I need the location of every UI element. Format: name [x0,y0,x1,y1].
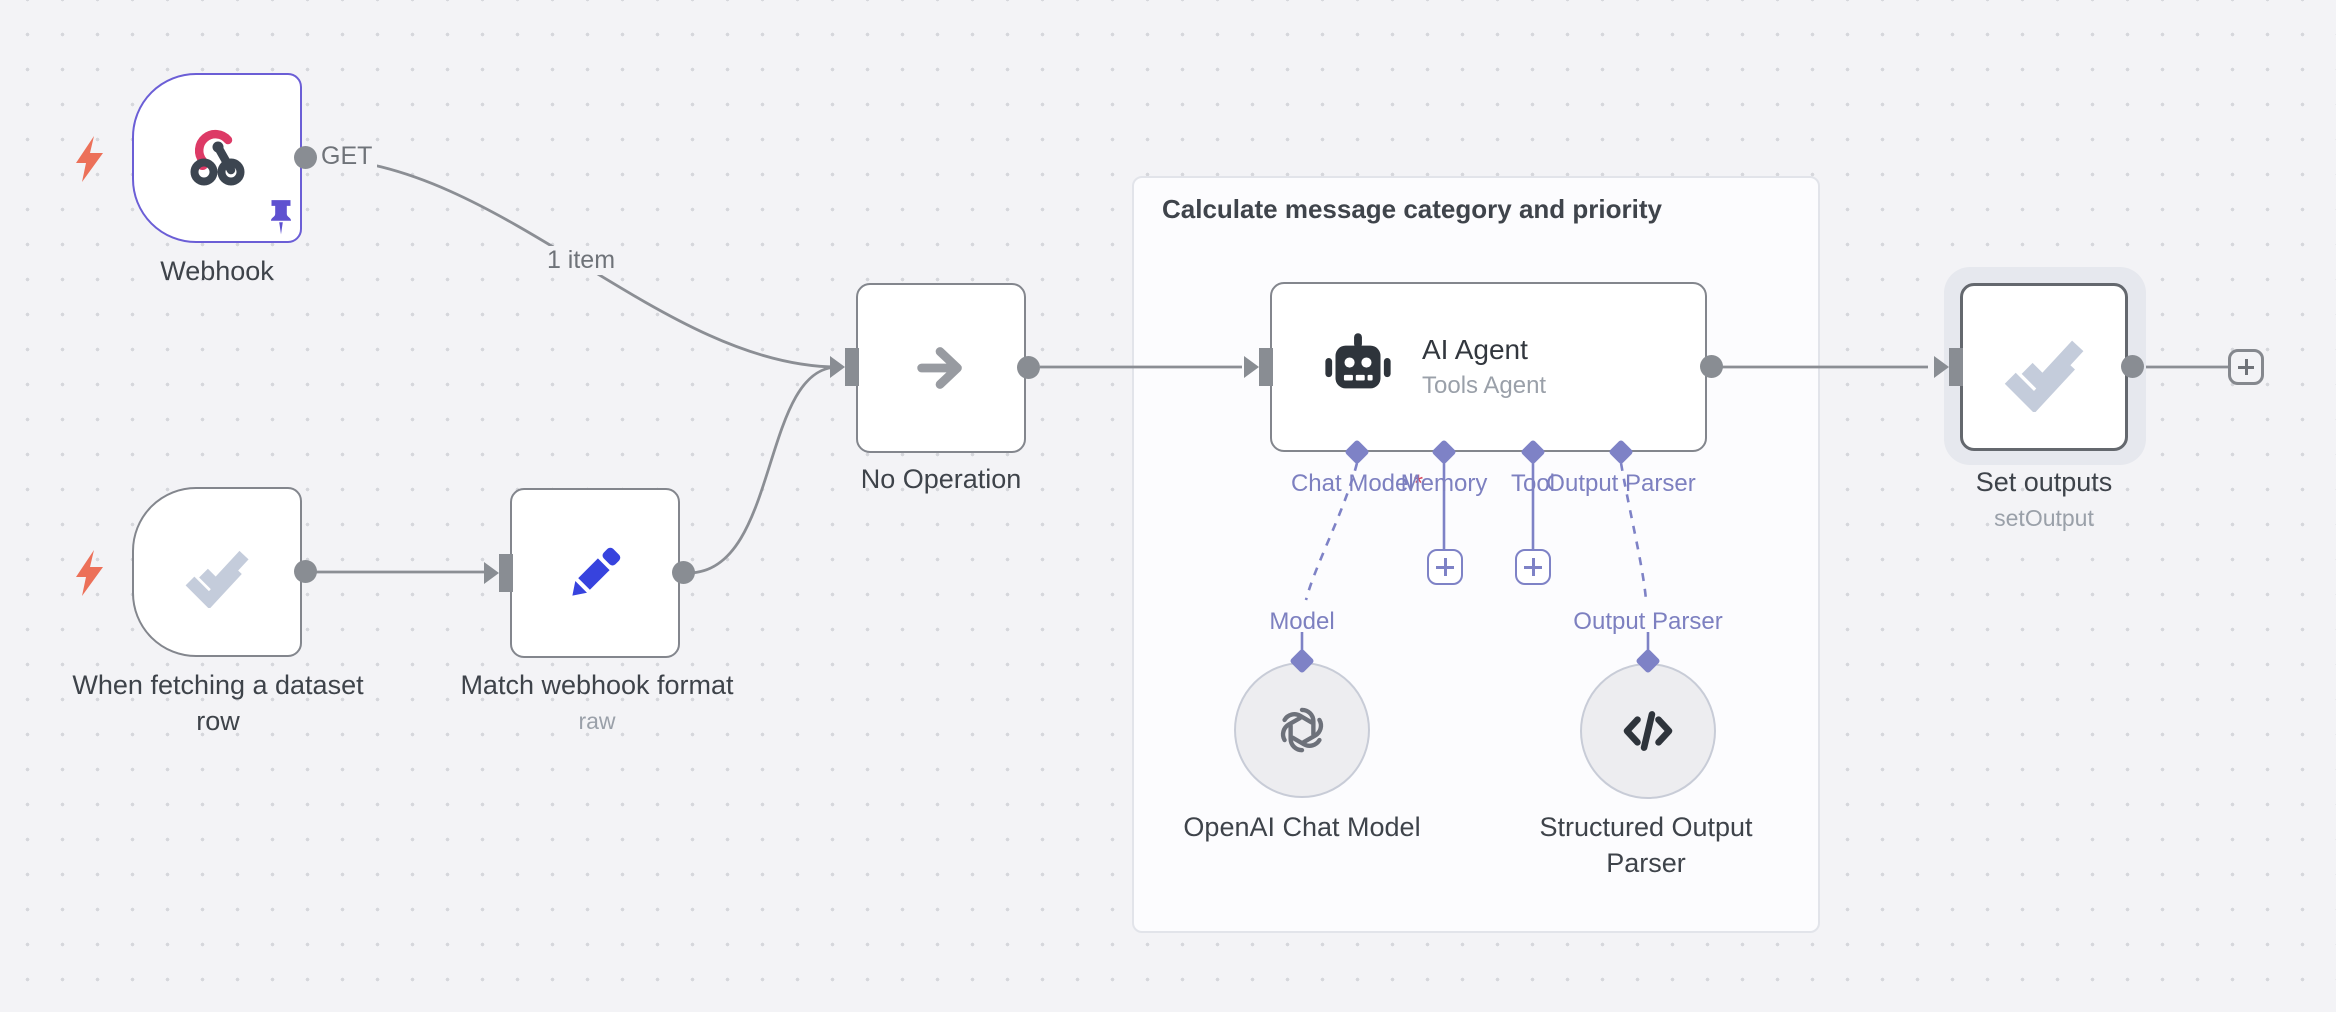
node-match-webhook-format[interactable] [510,488,680,658]
openai-logo-icon [1280,707,1324,753]
memory-port-label: Memory [1400,470,1488,497]
webhook-node-label: Webhook [160,256,274,286]
robot-icon [1325,333,1391,389]
ai-agent-output-connector[interactable] [1700,355,1723,378]
node-structured-output-parser[interactable] [1580,663,1716,799]
webhook-output-method-label: GET [316,142,378,171]
ai-agent-input-connector[interactable] [1244,348,1273,386]
ai-agent-subtitle: Tools Agent [1422,372,1547,399]
parser-port-label: Output Parser [1573,608,1723,635]
lightning-bolt-icon [76,136,103,182]
node-webhook[interactable] [132,73,302,243]
parser-node-label: Structured Output Parser [1539,812,1753,878]
arrow-right-icon [917,347,962,389]
tool-port-label: Tool [1510,470,1556,497]
set-outputs-node-sublabel: setOutput [1994,505,2094,531]
match-input-connector[interactable] [484,554,513,592]
dataset-trigger-output-connector[interactable] [294,560,317,583]
dataset-trigger-node-label: When fetching a dataset row [72,670,364,736]
node-dataset-trigger[interactable] [132,487,302,657]
ai-agent-title: AI Agent [1422,334,1528,365]
group-title: Calculate message category and priority [1162,194,1662,224]
noop-output-connector[interactable] [1017,356,1040,379]
match-node-sublabel: raw [578,708,616,734]
items-count-label: 1 item [541,246,621,275]
pencil-icon [572,547,621,596]
pushpin-icon [270,200,292,235]
node-ai-agent[interactable]: AI Agent Tools Agent [1270,282,1707,452]
node-openai-chat-model[interactable] [1234,662,1370,798]
node-set-outputs[interactable] [1960,283,2128,451]
openai-node-label: OpenAI Chat Model [1183,812,1421,842]
match-node-label: Match webhook format [460,670,734,700]
output-parser-port-label: Output Parser [1546,470,1696,497]
wire-outputparser-to-parser[interactable] [1619,462,1648,601]
noop-node-label: No Operation [860,464,1022,494]
code-brackets-icon [1623,711,1673,751]
add-tool-button[interactable] [1515,549,1551,585]
webhook-output-connector[interactable] [294,146,317,169]
double-check-icon [2004,340,2084,412]
match-output-connector[interactable] [672,561,695,584]
set-outputs-input-connector[interactable] [1934,348,1963,386]
wire-chatmodel-to-openai[interactable] [1304,462,1359,601]
node-no-operation[interactable] [856,283,1026,453]
wire-match-to-noop[interactable] [687,365,839,575]
webhook-icon [190,129,245,186]
add-memory-button[interactable] [1427,549,1463,585]
model-port-label: Model [1269,608,1335,635]
noop-input-connector[interactable] [830,348,859,386]
lightning-bolt-icon [76,550,103,596]
set-outputs-node-label: Set outputs [1975,467,2113,497]
chat-model-port-label: Chat Model* [1290,470,1424,497]
double-check-icon [185,550,249,608]
add-next-node-button[interactable] [2228,349,2264,385]
set-outputs-output-connector[interactable] [2121,355,2144,378]
